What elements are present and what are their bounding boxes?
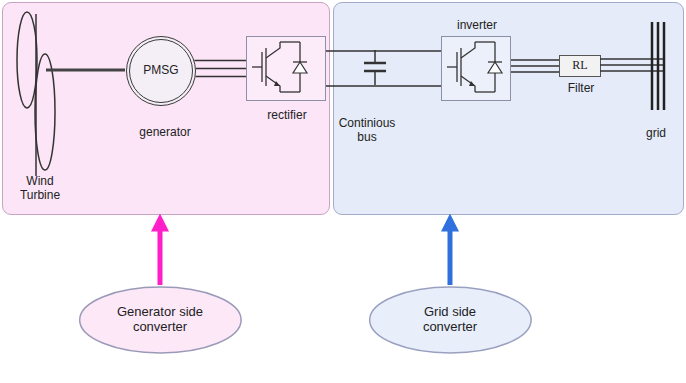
converter-label: Grid side converter	[398, 305, 502, 335]
grid-label: grid	[634, 127, 678, 141]
rectifier-box: rectifier	[246, 36, 326, 101]
converter-label: Generator side converter	[108, 305, 212, 335]
bus-label: Continious bus	[334, 117, 400, 145]
filter-label: Filter	[550, 82, 612, 96]
filter-name: RL	[572, 59, 587, 73]
text-holder: Grid side converter	[398, 305, 502, 335]
turbine-label: Wind Turbine	[9, 175, 71, 203]
ellipse-shape	[79, 287, 241, 353]
filter-grid-wires	[600, 59, 664, 71]
text-holder: generator	[105, 126, 225, 140]
text-holder: PMSG	[143, 64, 178, 78]
grid-side-ellipse: Grid side converter	[368, 285, 533, 355]
power-wire	[194, 61, 246, 77]
text-holder: RL	[572, 59, 587, 73]
text-holder: Generator side converter	[108, 305, 212, 335]
generator-name: PMSG	[143, 64, 178, 78]
inverter-label: inverter	[432, 19, 522, 33]
pointer-arrow	[447, 227, 452, 285]
power-wire	[511, 60, 559, 72]
dc-capacitor	[364, 50, 386, 85]
pointer-arrow	[157, 227, 162, 285]
grid-bus	[652, 22, 664, 110]
text-holder: grid	[634, 127, 678, 141]
filter-box: RLFilter	[559, 55, 601, 77]
rectifier-switch-symbol	[252, 42, 307, 92]
generator-side-ellipse: Generator side converter	[78, 285, 243, 355]
text-holder: Wind Turbine	[9, 175, 71, 203]
inverter-switch-symbol	[447, 42, 502, 92]
generator-label: generator	[105, 126, 225, 140]
power-wire	[326, 51, 441, 86]
text-holder: Continious bus	[334, 117, 400, 145]
ellipse-shape	[369, 287, 531, 353]
rectifier-label: rectifier	[247, 109, 327, 123]
inverter-box: inverter	[441, 36, 511, 101]
text-holder: Filter	[550, 82, 612, 96]
generator-circle: PMSGgenerator	[126, 36, 196, 106]
wind-turbine	[17, 12, 55, 176]
generator-side-panel: Wind TurbinePMSGgeneratorrectifier	[2, 2, 330, 215]
text-holder: rectifier	[247, 109, 327, 123]
shaft	[46, 69, 125, 72]
text-holder: inverter	[432, 19, 522, 33]
grid-side-panel: Continious busgridinverterRLFilter	[333, 2, 684, 215]
